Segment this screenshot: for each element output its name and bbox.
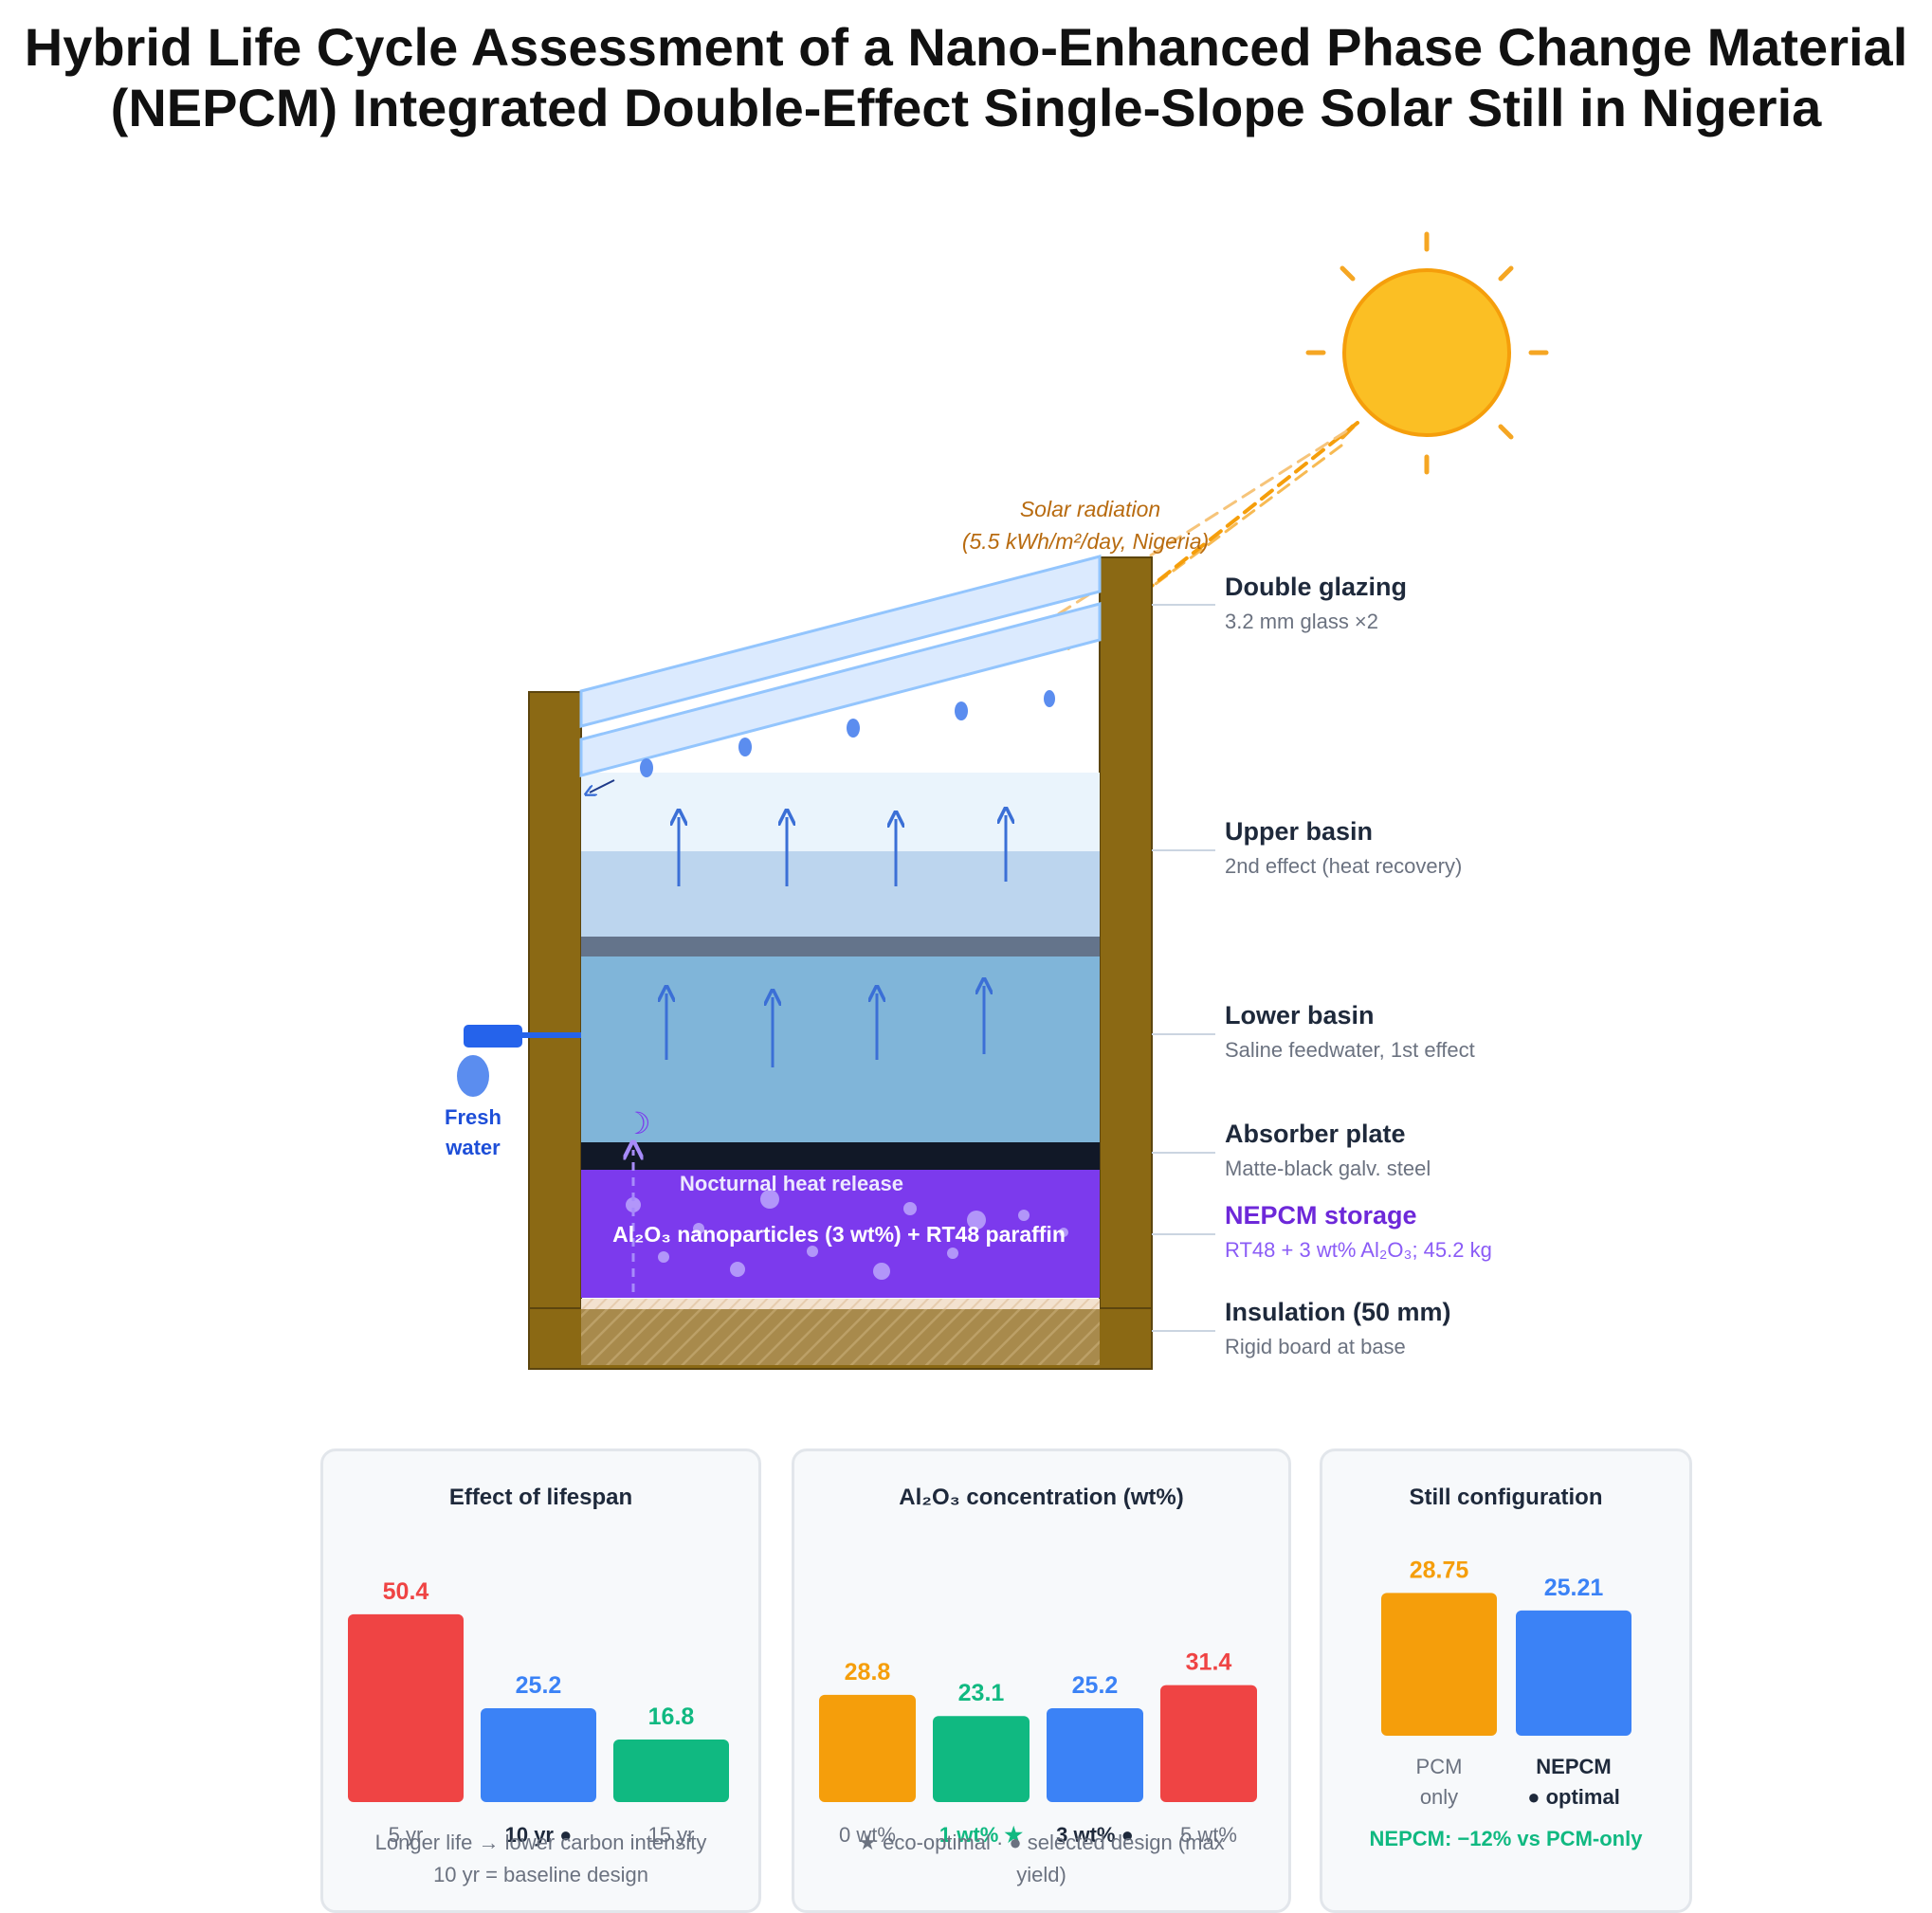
frame-left-wall (528, 691, 582, 1370)
solar-radiation-label: Solar radiation(5.5 kWh/m²/day, Nigeria) (962, 497, 1209, 554)
bar (1381, 1593, 1497, 1736)
label-lower-basin-sub: Saline feedwater, 1st effect (1225, 1038, 1475, 1062)
tick-label: 3 wt% ● (1056, 1823, 1134, 1847)
bar (1516, 1610, 1631, 1736)
sun-icon (1305, 231, 1549, 475)
double-glazing (579, 555, 1102, 777)
absorber-plate (581, 1142, 1100, 1172)
label-insulation-title: Insulation (50 mm) (1225, 1298, 1451, 1326)
condensate-droplets (640, 690, 1055, 777)
tick-label: 5 wt% (1180, 1823, 1237, 1847)
bar (348, 1613, 464, 1802)
tick-label: 1 wt% ★ (939, 1823, 1023, 1847)
label-nepcm-title: NEPCM storage (1225, 1201, 1417, 1230)
label-upper-basin-title: Upper basin (1225, 817, 1373, 846)
data-label: 23.1 (958, 1680, 1005, 1706)
chart-note: NEPCM: −12% vs PCM-only (1370, 1827, 1644, 1850)
label-absorber-title: Absorber plate (1225, 1120, 1406, 1148)
tick-label: 0 wt% (839, 1823, 896, 1847)
frame-right-wall (1099, 556, 1153, 1370)
tick-label: 5 yr (389, 1823, 424, 1847)
bar (613, 1739, 729, 1802)
insulation-top (581, 1299, 1100, 1309)
data-label: 31.4 (1186, 1649, 1232, 1676)
fresh-water-outlet (457, 1025, 581, 1097)
lifespan-bar-chart: Effect of lifespan 50.4 5 yr 25.2 10 yr ● 16.… (348, 1485, 729, 1886)
chart-title: Effect of lifespan (449, 1485, 632, 1510)
concentration-bar-chart: Al₂O₃ concentration (wt%) 28.8 0 wt% 23.1 1 … (819, 1485, 1257, 1886)
vapor-arrows-upper (679, 815, 1006, 886)
bar (481, 1707, 596, 1802)
condensate-flow-arrow (590, 779, 615, 793)
chart-note: Longer life → lower carbon intensity (375, 1831, 707, 1854)
data-label: 28.75 (1410, 1557, 1469, 1583)
label-lower-basin-title: Lower basin (1225, 1001, 1375, 1029)
bar (819, 1694, 916, 1802)
solar-still-diagram: Solar radiation(5.5 kWh/m²/day, Nigeria)… (445, 231, 1549, 1370)
data-label: 50.4 (383, 1578, 429, 1605)
tick-label: 15 yr (648, 1823, 695, 1847)
chart-note: ★ eco-optimal · ● selected design (max (858, 1831, 1224, 1854)
leader-lines (1152, 604, 1215, 1332)
upper-basin-water (581, 851, 1100, 938)
bar (1047, 1707, 1143, 1802)
upper-vapor-space (581, 773, 1100, 853)
chart-note: yield) (1016, 1863, 1066, 1886)
nepcm-composition-label: Al₂O₃ nanoparticles (3 wt%) + RT48 paraf… (612, 1222, 1066, 1247)
nanoparticles (626, 1190, 1068, 1280)
vapor-arrows-lower (666, 986, 984, 1067)
nepcm-storage (581, 1170, 1100, 1298)
bar (1160, 1685, 1257, 1802)
title-line-1: Hybrid Life Cycle Assessment of a Nano-E… (24, 17, 1908, 77)
nocturnal-heat-label: Nocturnal heat release (680, 1172, 903, 1195)
label-insulation-sub: Rigid board at base (1225, 1335, 1406, 1358)
label-upper-basin-sub: 2nd effect (heat recovery) (1225, 854, 1462, 878)
data-label: 25.2 (516, 1672, 562, 1699)
data-label: 25.21 (1544, 1575, 1604, 1601)
title-line-2: (NEPCM) Integrated Double-Effect Single-… (110, 78, 1822, 137)
label-double-glazing-title: Double glazing (1225, 573, 1407, 601)
data-label: 25.2 (1072, 1672, 1119, 1699)
chart-title: Al₂O₃ concentration (wt%) (899, 1485, 1183, 1510)
insulation-layer (581, 1308, 1100, 1365)
moon-icon: ☽ (624, 1105, 651, 1141)
label-nepcm-sub: RT48 + 3 wt% Al₂O₃; 45.2 kg (1225, 1238, 1492, 1262)
tick-label: NEPCM● optimal (1527, 1755, 1620, 1809)
bar (933, 1716, 1030, 1802)
label-double-glazing-sub: 3.2 mm glass ×2 (1225, 610, 1378, 633)
basin-separator (581, 937, 1100, 956)
data-label: 16.8 (648, 1703, 695, 1730)
tick-label: 10 yr ● (505, 1823, 573, 1847)
lower-basin-water (581, 956, 1100, 1143)
page-title: Hybrid Life Cycle Assessment of a Nano-E… (0, 17, 1932, 138)
data-label: 28.8 (845, 1659, 891, 1685)
lifespan-chart-panel: Effect of lifespan 50.4 5 yr 25.2 10 yr ● 16.… (320, 1448, 761, 1913)
label-absorber-sub: Matte-black galv. steel (1225, 1157, 1431, 1180)
chart-title: Still configuration (1410, 1485, 1603, 1510)
chart-note: 10 yr = baseline design (433, 1863, 648, 1886)
concentration-chart-panel: Al₂O₃ concentration (wt%) 28.8 0 wt% 23.1 1 … (792, 1448, 1291, 1913)
